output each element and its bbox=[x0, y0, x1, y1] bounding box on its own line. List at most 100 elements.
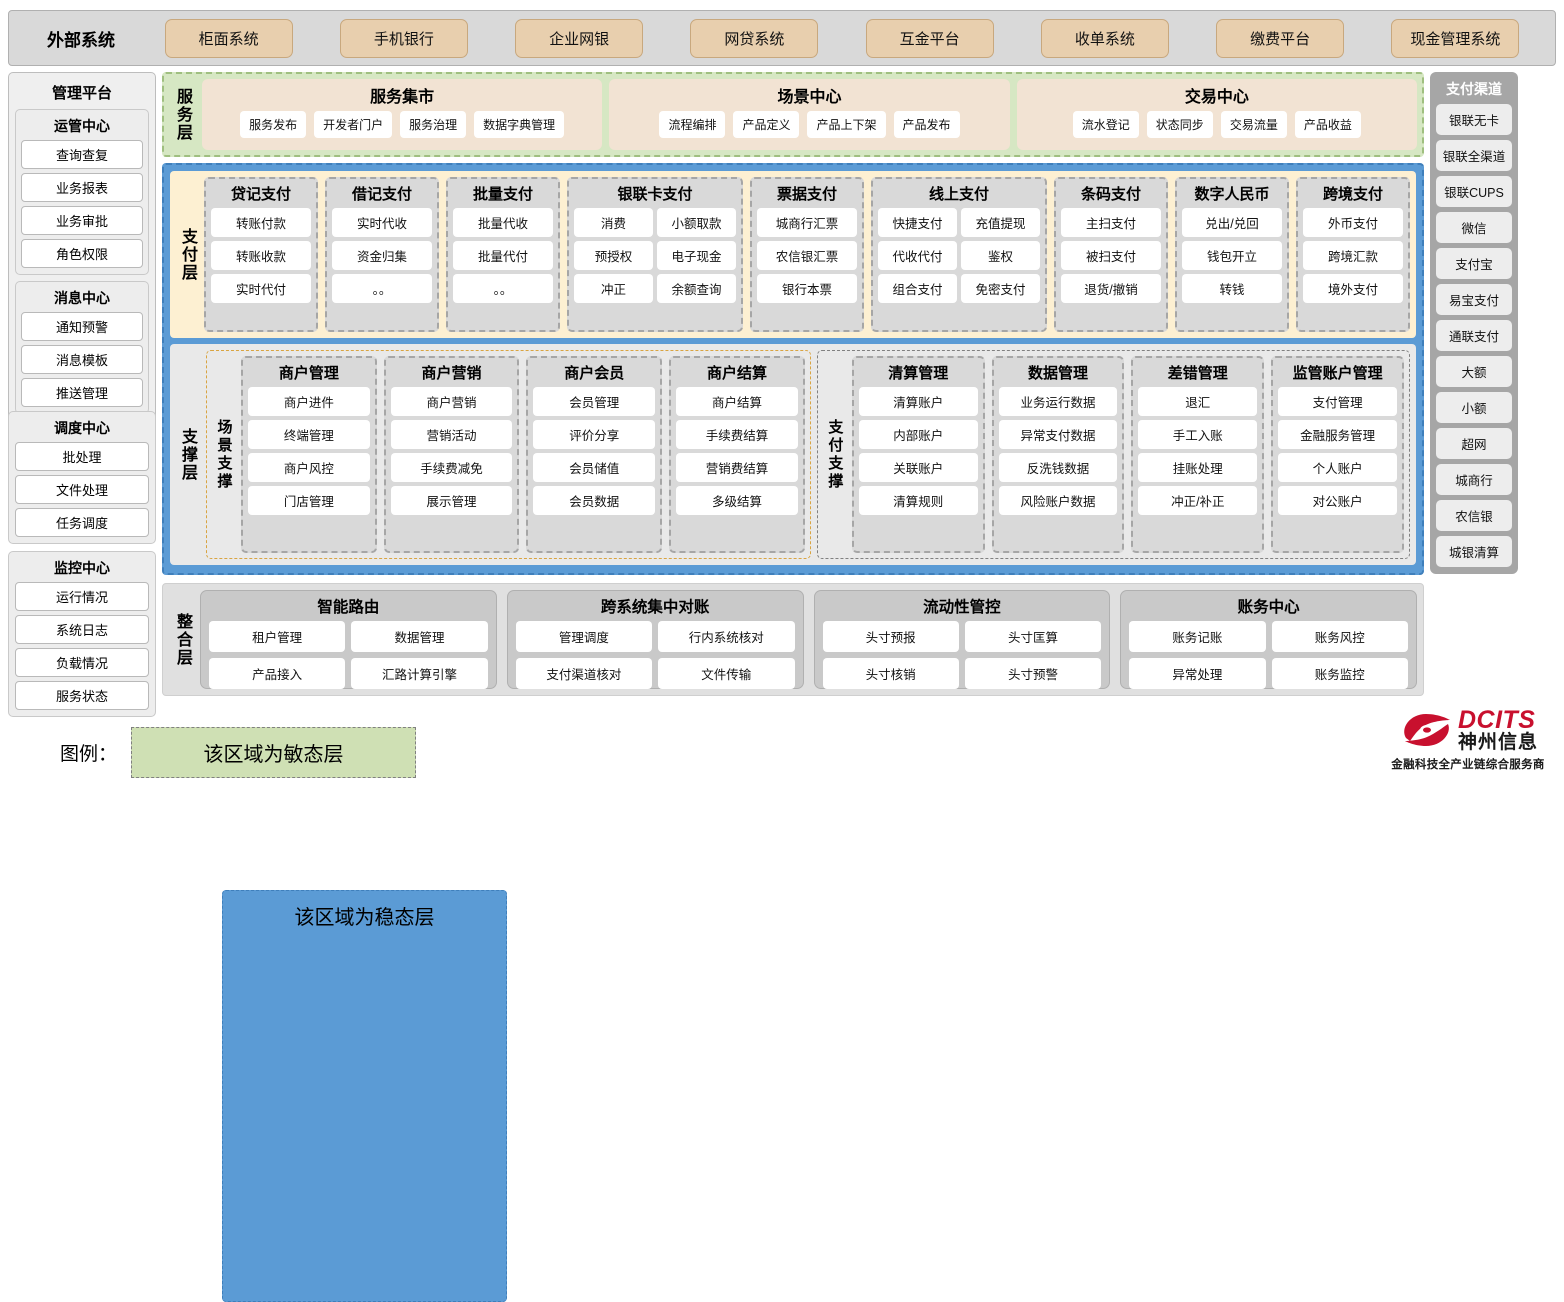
payment-item[interactable]: 小额取款 bbox=[657, 208, 736, 237]
management-item[interactable]: 服务状态 bbox=[15, 681, 149, 710]
payment-item[interactable]: 退货/撤销 bbox=[1061, 274, 1161, 303]
payment-channel-item[interactable]: 微信 bbox=[1436, 212, 1512, 243]
payment-item[interactable]: 外币支付 bbox=[1303, 208, 1403, 237]
external-system-chip[interactable]: 柜面系统 bbox=[164, 18, 293, 58]
support-item[interactable]: 门店管理 bbox=[248, 486, 370, 515]
payment-channel-item[interactable]: 银联CUPS bbox=[1436, 176, 1512, 207]
management-item[interactable]: 文件处理 bbox=[15, 475, 149, 504]
payment-channel-item[interactable]: 大额 bbox=[1436, 356, 1512, 387]
external-system-chip[interactable]: 网贷系统 bbox=[690, 18, 819, 58]
payment-item[interactable]: 资金归集 bbox=[332, 241, 432, 270]
integration-item[interactable]: 异常处理 bbox=[1129, 658, 1266, 689]
management-item[interactable]: 通知预警 bbox=[21, 312, 143, 341]
support-item[interactable]: 异常支付数据 bbox=[998, 420, 1118, 449]
integration-item[interactable]: 头寸匡算 bbox=[964, 621, 1102, 652]
payment-item[interactable]: 境外支付 bbox=[1303, 274, 1403, 303]
support-item[interactable]: 手工入账 bbox=[1138, 420, 1258, 449]
payment-channel-item[interactable]: 城商行 bbox=[1436, 464, 1512, 495]
integration-item[interactable]: 账务监控 bbox=[1271, 658, 1408, 689]
management-item[interactable]: 消息模板 bbox=[21, 345, 143, 374]
service-chip[interactable]: 流程编排 bbox=[659, 111, 726, 138]
payment-item[interactable]: 主扫支付 bbox=[1061, 208, 1161, 237]
support-item[interactable]: 支付管理 bbox=[1278, 387, 1397, 416]
payment-item[interactable]: 代收代付 bbox=[878, 241, 957, 270]
support-item[interactable]: 商户进件 bbox=[248, 387, 370, 416]
support-item[interactable]: 业务运行数据 bbox=[998, 387, 1118, 416]
support-item[interactable]: 个人账户 bbox=[1278, 453, 1397, 482]
payment-item[interactable]: 跨境汇款 bbox=[1303, 241, 1403, 270]
payment-channel-item[interactable]: 城银清算 bbox=[1436, 536, 1512, 567]
integration-item[interactable]: 账务风控 bbox=[1271, 621, 1408, 652]
support-item[interactable]: 内部账户 bbox=[858, 420, 978, 449]
management-item[interactable]: 批处理 bbox=[15, 442, 149, 471]
service-chip[interactable]: 服务治理 bbox=[400, 111, 467, 138]
payment-item[interactable]: 兑出/兑回 bbox=[1182, 208, 1282, 237]
management-item[interactable]: 角色权限 bbox=[21, 239, 143, 268]
payment-item[interactable]: 快捷支付 bbox=[878, 208, 957, 237]
payment-channel-item[interactable]: 农信银 bbox=[1436, 500, 1512, 531]
management-item[interactable]: 业务报表 bbox=[21, 173, 143, 202]
payment-item[interactable]: 。。 bbox=[453, 274, 553, 303]
support-item[interactable]: 商户营销 bbox=[390, 387, 513, 416]
payment-item[interactable]: 。。 bbox=[332, 274, 432, 303]
service-chip[interactable]: 开发者门户 bbox=[314, 111, 393, 138]
support-item[interactable]: 会员储值 bbox=[533, 453, 656, 482]
payment-item[interactable]: 余额查询 bbox=[657, 274, 736, 303]
payment-item[interactable]: 消费 bbox=[574, 208, 653, 237]
payment-item[interactable]: 电子现金 bbox=[657, 241, 736, 270]
support-item[interactable]: 清算账户 bbox=[858, 387, 978, 416]
payment-item[interactable]: 转钱 bbox=[1182, 274, 1282, 303]
support-item[interactable]: 评价分享 bbox=[533, 420, 656, 449]
payment-item[interactable]: 转账收款 bbox=[211, 241, 311, 270]
service-chip[interactable]: 状态同步 bbox=[1146, 111, 1213, 138]
service-chip[interactable]: 数据字典管理 bbox=[474, 111, 565, 138]
payment-channel-item[interactable]: 易宝支付 bbox=[1436, 284, 1512, 315]
payment-channel-item[interactable]: 超网 bbox=[1436, 428, 1512, 459]
service-chip[interactable]: 产品收益 bbox=[1294, 111, 1361, 138]
integration-item[interactable]: 头寸预警 bbox=[964, 658, 1102, 689]
support-item[interactable]: 对公账户 bbox=[1278, 486, 1397, 515]
support-item[interactable]: 冲正/补正 bbox=[1138, 486, 1258, 515]
service-chip[interactable]: 产品发布 bbox=[893, 111, 960, 138]
integration-item[interactable]: 产品接入 bbox=[209, 658, 346, 689]
support-item[interactable]: 反洗钱数据 bbox=[998, 453, 1118, 482]
integration-item[interactable]: 汇路计算引擎 bbox=[351, 658, 488, 689]
management-item[interactable]: 业务审批 bbox=[21, 206, 143, 235]
payment-item[interactable]: 批量代收 bbox=[453, 208, 553, 237]
service-chip[interactable]: 流水登记 bbox=[1072, 111, 1139, 138]
support-item[interactable]: 展示管理 bbox=[390, 486, 513, 515]
integration-item[interactable]: 头寸核销 bbox=[822, 658, 959, 689]
support-item[interactable]: 会员数据 bbox=[533, 486, 656, 515]
payment-item[interactable]: 冲正 bbox=[574, 274, 653, 303]
payment-item[interactable]: 鉴权 bbox=[961, 241, 1040, 270]
external-system-chip[interactable]: 互金平台 bbox=[865, 18, 994, 58]
integration-item[interactable]: 支付渠道核对 bbox=[515, 658, 653, 689]
integration-item[interactable]: 文件传输 bbox=[658, 658, 795, 689]
support-item[interactable]: 挂账处理 bbox=[1138, 453, 1258, 482]
service-chip[interactable]: 服务发布 bbox=[240, 111, 307, 138]
payment-item[interactable]: 实时代收 bbox=[332, 208, 432, 237]
payment-item[interactable]: 预授权 bbox=[574, 241, 653, 270]
support-item[interactable]: 风险账户数据 bbox=[998, 486, 1118, 515]
payment-channel-item[interactable]: 银联全渠道 bbox=[1436, 140, 1512, 171]
payment-item[interactable]: 充值提现 bbox=[961, 208, 1040, 237]
payment-item[interactable]: 免密支付 bbox=[961, 274, 1040, 303]
management-item[interactable]: 任务调度 bbox=[15, 508, 149, 537]
support-item[interactable]: 商户结算 bbox=[676, 387, 798, 416]
support-item[interactable]: 会员管理 bbox=[533, 387, 656, 416]
payment-item[interactable]: 城商行汇票 bbox=[757, 208, 857, 237]
management-item[interactable]: 运行情况 bbox=[15, 582, 149, 611]
payment-item[interactable]: 组合支付 bbox=[878, 274, 957, 303]
management-item[interactable]: 负载情况 bbox=[15, 648, 149, 677]
payment-channel-item[interactable]: 通联支付 bbox=[1436, 320, 1512, 351]
integration-item[interactable]: 头寸预报 bbox=[822, 621, 959, 652]
payment-item[interactable]: 被扫支付 bbox=[1061, 241, 1161, 270]
support-item[interactable]: 营销费结算 bbox=[676, 453, 798, 482]
service-chip[interactable]: 产品定义 bbox=[733, 111, 800, 138]
external-system-chip[interactable]: 企业网银 bbox=[515, 18, 644, 58]
payment-item[interactable]: 批量代付 bbox=[453, 241, 553, 270]
support-item[interactable]: 终端管理 bbox=[248, 420, 370, 449]
payment-item[interactable]: 农信银汇票 bbox=[757, 241, 857, 270]
support-item[interactable]: 多级结算 bbox=[676, 486, 798, 515]
service-chip[interactable]: 产品上下架 bbox=[807, 111, 886, 138]
